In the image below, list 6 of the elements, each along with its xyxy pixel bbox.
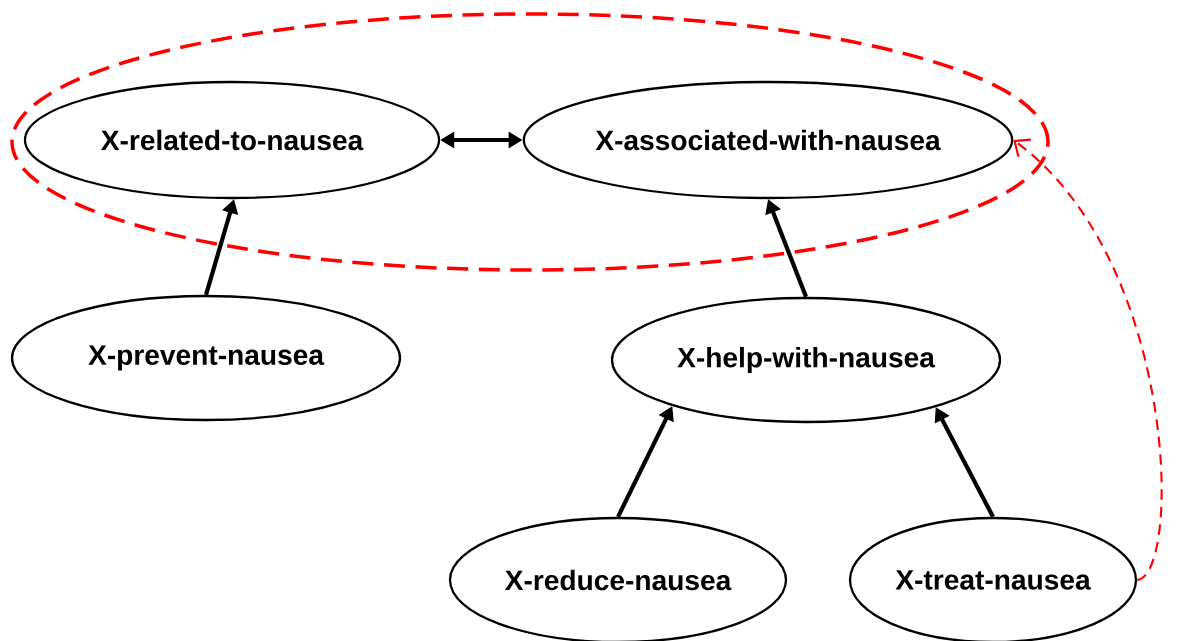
ellipse-node: X-help-with-nausea bbox=[610, 296, 1002, 424]
arrow bbox=[1013, 138, 1163, 581]
ellipse-node: X-prevent-nausea bbox=[10, 294, 402, 422]
ellipse-node: X-related-to-nausea bbox=[23, 80, 441, 200]
ellipse-node: X-associated-with-nausea bbox=[522, 80, 1014, 200]
dashed-ellipse bbox=[10, 12, 1050, 272]
